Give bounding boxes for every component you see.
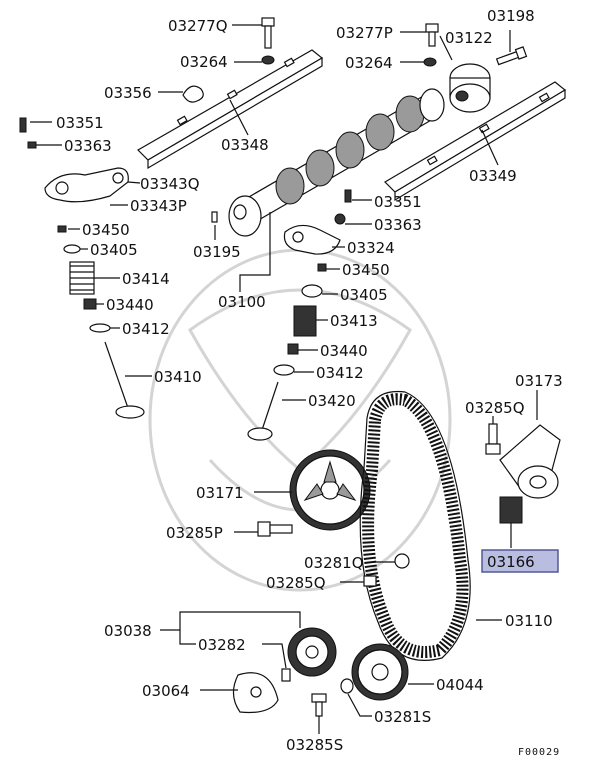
crankshaft-sprocket-03038: [287, 627, 337, 677]
label-03363-a: 03363: [64, 137, 112, 155]
spring-03166: [499, 496, 523, 524]
label-03414: 03414: [122, 270, 170, 288]
leader-lines: [30, 24, 538, 734]
rocker-arm-03343: [44, 167, 129, 203]
camshaft-03100: [228, 88, 445, 237]
label-03324: 03324: [347, 239, 395, 257]
rocker-arm-03324: [283, 224, 341, 255]
label-03349: 03349: [469, 167, 517, 185]
label-03343Q: 03343Q: [140, 175, 200, 193]
label-03412-b: 03412: [316, 364, 364, 382]
timing-belt-03110: [359, 390, 471, 661]
bolt-03277P: [423, 23, 439, 67]
label-03405-b: 03405: [340, 286, 388, 304]
washer-03281S: [340, 678, 354, 694]
figure-code: F00029: [518, 747, 560, 758]
label-03277Q: 03277Q: [168, 17, 228, 35]
valve-03420: [247, 381, 279, 441]
label-03363-b: 03363: [374, 216, 422, 234]
callout-labels: 03277Q 03277P 03198 03264 03264 03122 03…: [56, 7, 563, 754]
label-03166: 03166: [487, 553, 535, 571]
label-03110: 03110: [505, 612, 553, 630]
label-03264-b: 03264: [345, 54, 393, 72]
label-03450-a: 03450: [82, 221, 130, 239]
label-03038: 03038: [104, 622, 152, 640]
seal-03440-left: [83, 298, 97, 310]
label-03343P: 03343P: [130, 197, 187, 215]
label-03100: 03100: [218, 293, 266, 311]
key-03282: [281, 668, 291, 682]
retainer-03405-left: [63, 244, 81, 254]
spring-03414: [69, 261, 95, 295]
label-03285S: 03285S: [286, 736, 343, 754]
label-03285P: 03285P: [166, 524, 223, 542]
label-03122: 03122: [445, 29, 493, 47]
rocker-shaft-03349: [384, 81, 567, 202]
cap-03450-right: [317, 263, 327, 272]
label-03171: 03171: [196, 484, 244, 502]
flange-03064: [232, 672, 279, 714]
bolt-03285Q-lower: [363, 575, 377, 587]
label-03277P: 03277P: [336, 24, 393, 42]
highlight-box-03166: [481, 549, 559, 573]
pin-03195: [211, 211, 218, 223]
sprocket-04044: [351, 643, 409, 701]
seal-03440-right: [287, 343, 299, 355]
label-03285Q-b: 03285Q: [266, 574, 326, 592]
label-03450-b: 03450: [342, 261, 390, 279]
label-03264-a: 03264: [180, 53, 228, 71]
label-03348: 03348: [221, 136, 269, 154]
screw-03351-right: [344, 189, 352, 203]
tensioner-pulley-03173: [499, 424, 561, 499]
label-03440-a: 03440: [106, 296, 154, 314]
label-03285Q-a: 03285Q: [465, 399, 525, 417]
seat-03412-right: [273, 364, 295, 376]
label-03410: 03410: [154, 368, 202, 386]
valve-03410: [104, 341, 145, 419]
bolt-03285Q-upper: [485, 423, 501, 455]
label-03412-a: 03412: [122, 320, 170, 338]
bolt-03277Q: [261, 17, 275, 65]
retainer-03405-right: [301, 284, 323, 298]
bolt-03285S: [311, 693, 327, 717]
label-03173: 03173: [515, 372, 563, 390]
nut-03363-left: [27, 141, 37, 149]
label-03195: 03195: [193, 243, 241, 261]
label-03351-a: 03351: [56, 114, 104, 132]
screw-03351-left: [19, 117, 27, 133]
spring-03413: [293, 305, 317, 337]
camshaft-sprocket-03171: [289, 449, 371, 531]
label-03351-b: 03351: [374, 193, 422, 211]
bolt-03198: [495, 46, 528, 66]
label-03413: 03413: [330, 312, 378, 330]
cap-03450-left: [57, 225, 67, 233]
label-03405-a: 03405: [90, 241, 138, 259]
label-03440-b: 03440: [320, 342, 368, 360]
label-03281S: 03281S: [374, 708, 431, 726]
label-03064: 03064: [142, 682, 190, 700]
adapter-03122: [449, 63, 491, 113]
label-03282: 03282: [198, 636, 246, 654]
rocker-shaft-03348: [137, 49, 324, 170]
label-04044: 04044: [436, 676, 484, 694]
bolt-03285P: [257, 521, 293, 537]
label-03356: 03356: [104, 84, 152, 102]
label-03198: 03198: [487, 7, 535, 25]
seat-03412-left: [89, 323, 111, 333]
label-03420: 03420: [308, 392, 356, 410]
label-03281Q: 03281Q: [304, 554, 364, 572]
nut-03363-right: [334, 213, 346, 225]
washer-03281Q: [394, 553, 410, 569]
clip-03356: [182, 85, 204, 103]
